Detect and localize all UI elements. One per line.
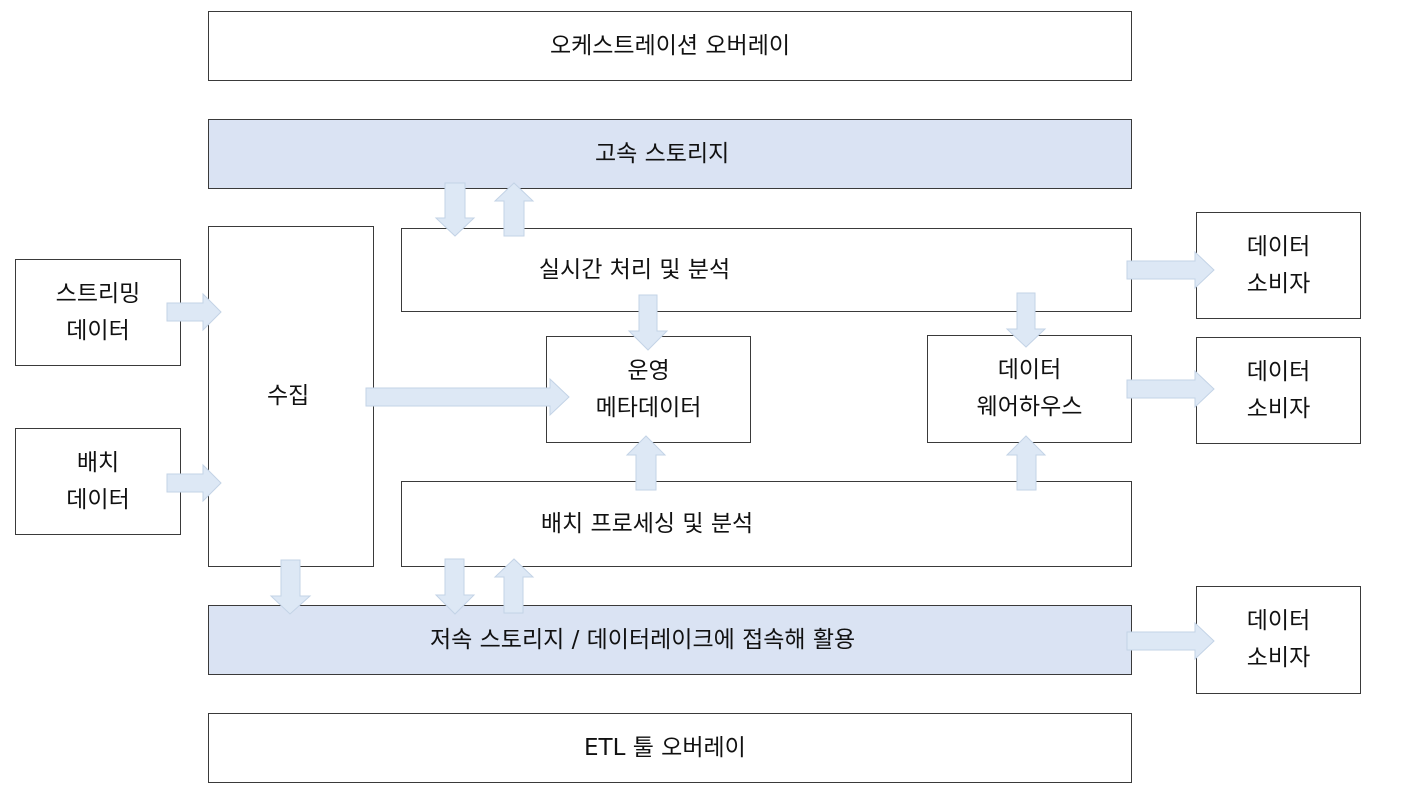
data-consumer-box-1: 데이터 소비자 xyxy=(1196,212,1361,319)
data-consumer-label-1: 데이터 소비자 xyxy=(1246,233,1311,297)
batch-data-box: 배치 데이터 xyxy=(15,428,181,535)
fast-storage-box: 고속 스토리지 xyxy=(208,119,1132,189)
operational-metadata-label: 운영 메타데이터 xyxy=(595,357,702,421)
batch-data-label: 배치 데이터 xyxy=(66,449,130,513)
streaming-data-box: 스트리밍 데이터 xyxy=(15,259,181,366)
etl-overlay-box: ETL 툴 오버레이 xyxy=(208,713,1132,783)
operational-metadata-box: 운영 메타데이터 xyxy=(546,336,751,443)
data-consumer-label-2: 데이터 소비자 xyxy=(1246,358,1311,422)
batch-processing-box: 배치 프로세싱 및 분석 xyxy=(401,481,1132,567)
slow-storage-box: 저속 스토리지 / 데이터레이크에 접속해 활용 xyxy=(208,605,1132,675)
data-warehouse-box: 데이터 웨어하우스 xyxy=(927,335,1132,443)
orchestration-overlay-box: 오케스트레이션 오버레이 xyxy=(208,11,1132,81)
collection-box: 수집 xyxy=(208,226,374,567)
arrow-right-collection-to-metadata xyxy=(365,377,570,417)
orchestration-overlay-label: 오케스트레이션 오버레이 xyxy=(549,32,791,59)
fast-storage-label: 고속 스토리지 xyxy=(595,140,730,167)
streaming-data-label: 스트리밍 데이터 xyxy=(55,280,141,344)
data-warehouse-label: 데이터 웨어하우스 xyxy=(976,357,1083,420)
data-consumer-box-2: 데이터 소비자 xyxy=(1196,337,1361,444)
collection-label: 수집 xyxy=(267,383,310,409)
batch-processing-label: 배치 프로세싱 및 분석 xyxy=(540,510,754,537)
data-consumer-label-3: 데이터 소비자 xyxy=(1246,608,1311,671)
etl-overlay-label: ETL 툴 오버레이 xyxy=(584,734,746,761)
data-consumer-box-3: 데이터 소비자 xyxy=(1196,586,1361,694)
slow-storage-label: 저속 스토리지 / 데이터레이크에 접속해 활용 xyxy=(430,626,856,653)
realtime-processing-box: 실시간 처리 및 분석 xyxy=(401,228,1132,312)
realtime-processing-label: 실시간 처리 및 분석 xyxy=(538,256,731,283)
